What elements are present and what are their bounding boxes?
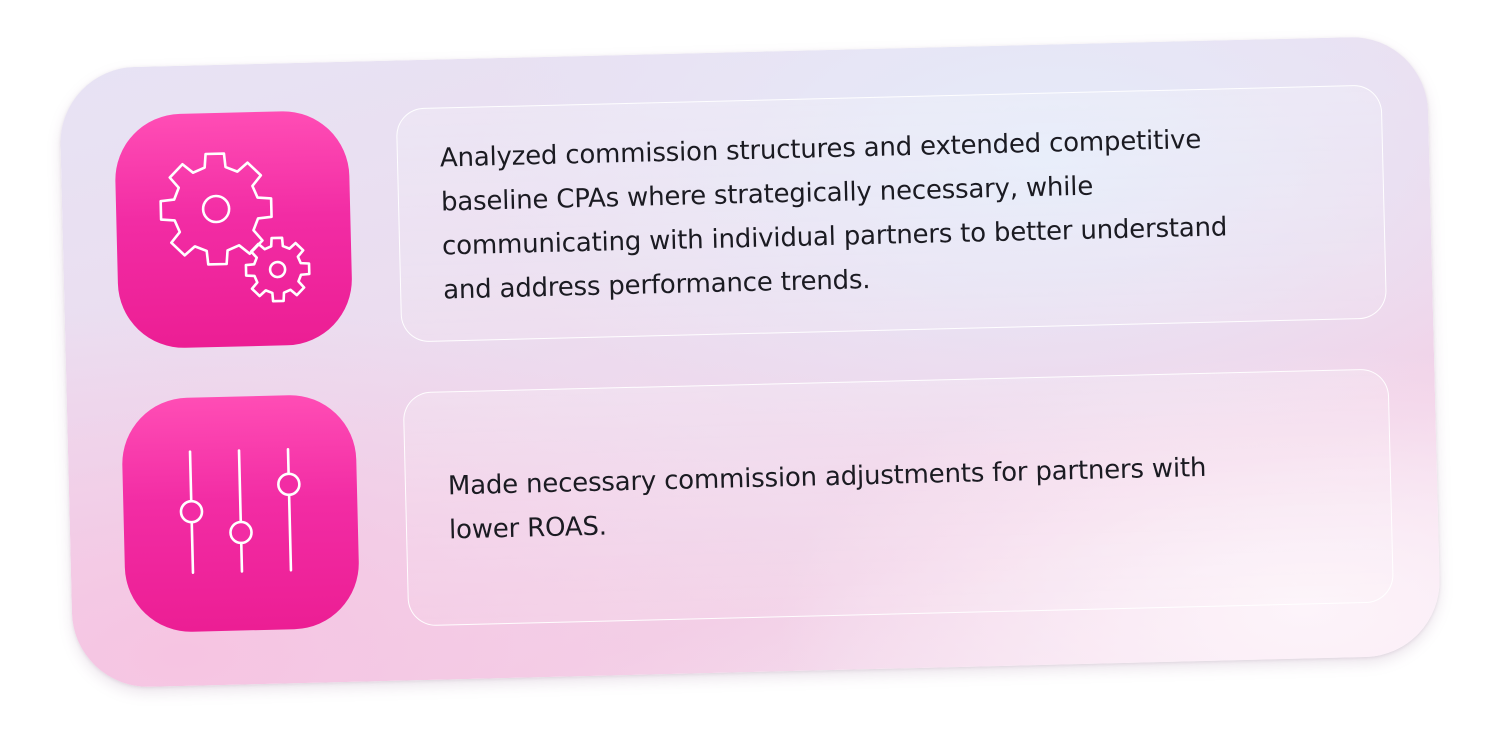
feature-text: Made necessary commission adjustments fo…	[447, 452, 1207, 546]
gear-outline	[159, 152, 273, 266]
feature-item: Made necessary commission adjustments fo…	[120, 368, 1396, 637]
feature-card: Analyzed commission structures and exten…	[58, 35, 1442, 689]
sliders-icon	[179, 448, 301, 574]
feature-text-box: Analyzed commission structures and exten…	[395, 84, 1388, 343]
feature-item: Analyzed commission structures and exten…	[113, 84, 1389, 353]
gear-outline	[244, 236, 311, 303]
feature-icon-tile	[113, 109, 354, 350]
gears-icon	[159, 152, 311, 303]
feature-text: Analyzed commission structures and exten…	[439, 124, 1228, 306]
gear-hole	[201, 194, 231, 224]
feature-icon-tile	[120, 393, 361, 634]
feature-text-box: Made necessary commission adjustments fo…	[402, 368, 1395, 627]
gear-hole	[268, 260, 287, 279]
